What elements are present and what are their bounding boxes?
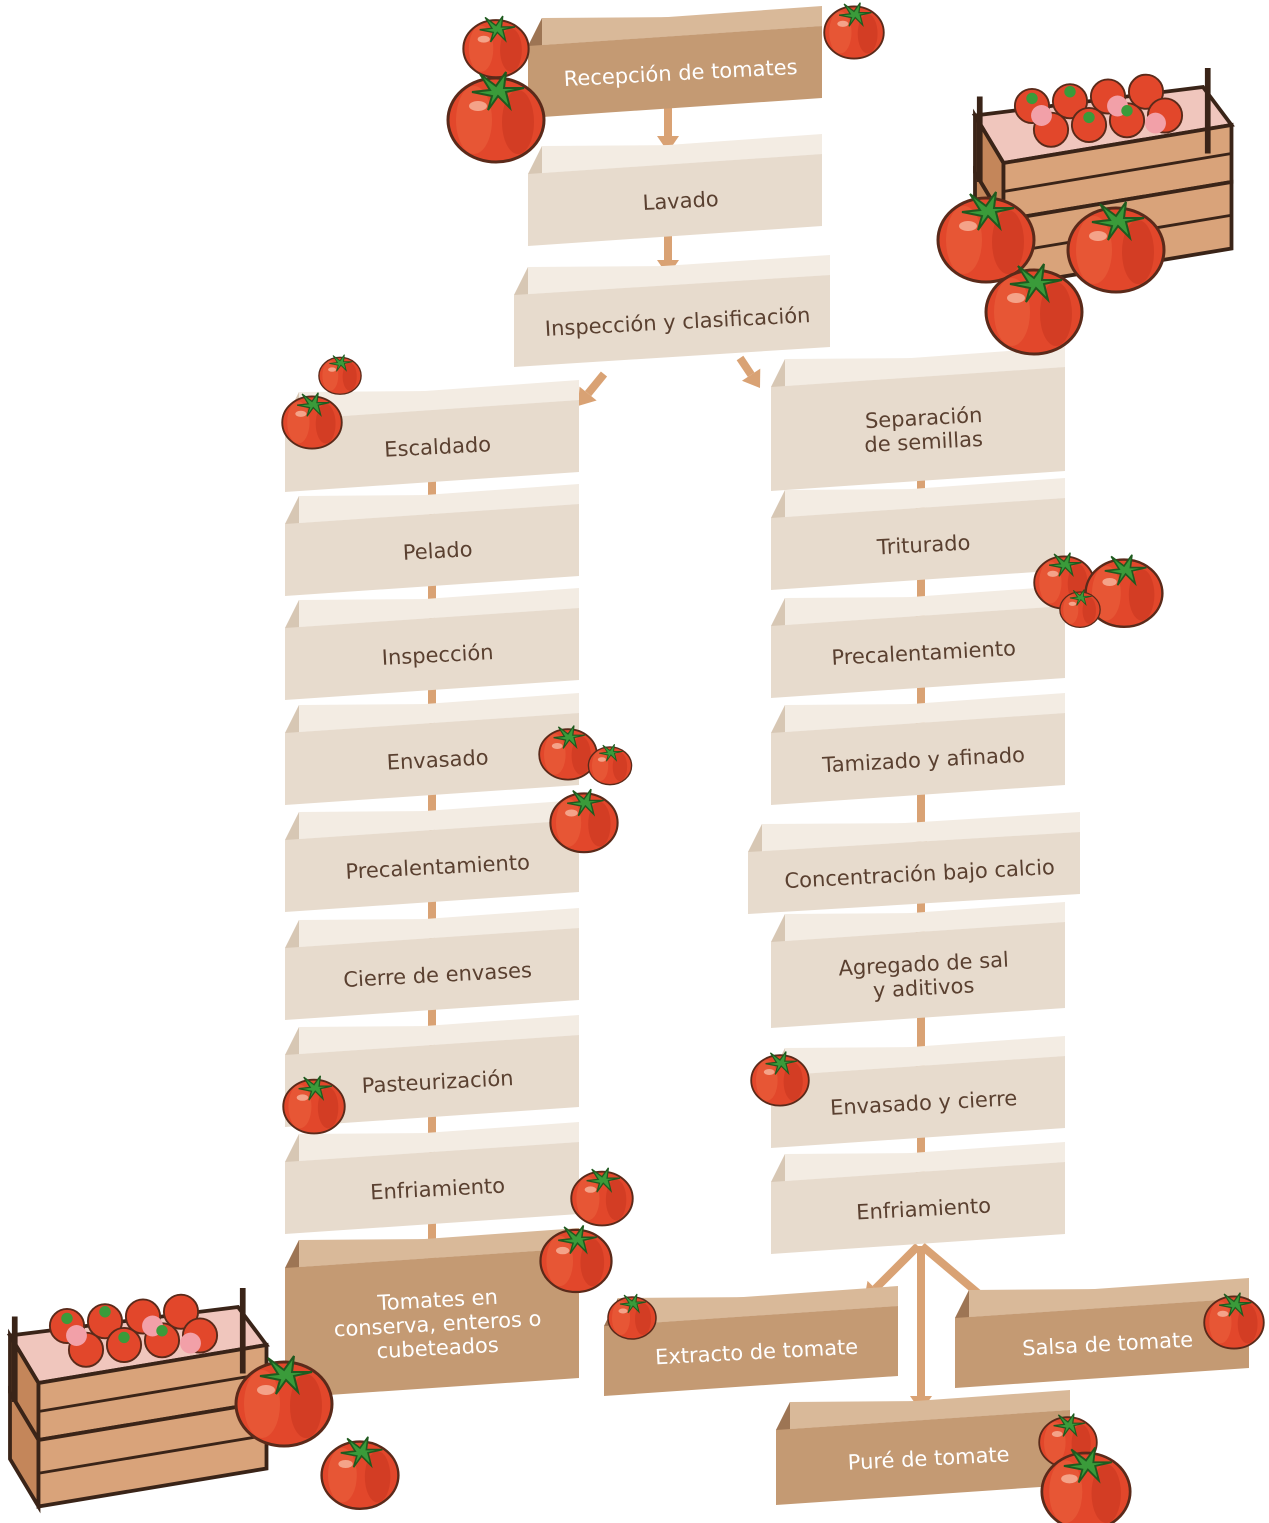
- process-box-concentracion-bajo-calcio: Concentración bajo calcio: [748, 812, 1080, 914]
- process-box-extracto-de-tomate: Extracto de tomate: [604, 1286, 898, 1396]
- box-top: [771, 703, 1065, 733]
- tomato-icon: [823, 1, 885, 60]
- box-top: [285, 703, 579, 733]
- box-label: y aditivos: [872, 973, 975, 1002]
- box-top: [285, 1238, 579, 1268]
- box-front: [604, 1306, 898, 1396]
- box-top: [771, 1046, 1065, 1076]
- box-front: [771, 1056, 1065, 1148]
- box-label: Triturado: [875, 531, 971, 560]
- process-box-escaldado: Escaldado: [285, 380, 579, 492]
- box-front: [771, 713, 1065, 805]
- flow-arrow: [910, 1246, 932, 1412]
- box-label: Envasado: [386, 745, 489, 774]
- box-front: [528, 26, 822, 118]
- box-label: Escaldado: [384, 432, 492, 462]
- process-box-lavado: Lavado: [528, 134, 822, 246]
- process-box-precalentamiento: Precalentamiento: [771, 586, 1065, 698]
- box-top: [771, 488, 1065, 518]
- box-front: [285, 1248, 579, 1398]
- process-box-triturado: Triturado: [771, 478, 1065, 590]
- tomato-icon: [570, 1166, 634, 1227]
- box-front: [771, 922, 1065, 1028]
- box-front: [285, 1035, 579, 1127]
- box-top: [771, 357, 1065, 387]
- process-box-inspeccion: Inspección: [285, 588, 579, 700]
- tomato-crate-icon: [10, 1288, 267, 1507]
- box-top: [955, 1288, 1249, 1318]
- process-box-cierre-de-envases: Cierre de envases: [285, 908, 579, 1020]
- process-box-pelado: Pelado: [285, 484, 579, 596]
- box-front: [771, 606, 1065, 698]
- box-top: [285, 598, 579, 628]
- process-box-pure-de-tomate: Puré de tomate: [776, 1390, 1070, 1505]
- flow-arrow: [657, 108, 679, 152]
- tomato-icon: [549, 788, 619, 854]
- box-front: [748, 832, 1080, 914]
- box-top: [285, 1132, 579, 1162]
- box-front: [771, 498, 1065, 590]
- box-label: Lavado: [642, 187, 719, 215]
- process-box-recepcion-de-tomates: Recepción de tomates: [528, 6, 822, 118]
- box-label: Inspección: [381, 640, 494, 670]
- box-top: [285, 390, 579, 420]
- box-front: [285, 400, 579, 492]
- box-front: [285, 608, 579, 700]
- process-box-tamizado-y-afinado: Tamizado y afinado: [771, 693, 1065, 805]
- box-top: [285, 494, 579, 524]
- box-front: [285, 504, 579, 596]
- process-box-inspeccion-y-clasificacion: Inspección y clasificación: [514, 255, 830, 367]
- box-top: [771, 596, 1065, 626]
- box-label: Pelado: [402, 537, 473, 565]
- box-front: [285, 928, 579, 1020]
- box-top: [771, 1152, 1065, 1182]
- process-box-enfriamiento: Enfriamiento: [285, 1122, 579, 1234]
- box-top: [528, 16, 822, 46]
- box-top: [748, 822, 1080, 852]
- box-top: [285, 918, 579, 948]
- box-top: [285, 810, 579, 840]
- box-front: [514, 275, 830, 367]
- box-top: [776, 1400, 1070, 1430]
- box-front: [528, 154, 822, 246]
- box-top: [604, 1296, 898, 1326]
- box-front: [771, 1162, 1065, 1254]
- box-front: [771, 367, 1065, 491]
- process-box-envasado: Envasado: [285, 693, 579, 805]
- process-box-precalentamiento: Precalentamiento: [285, 800, 579, 912]
- box-top: [528, 144, 822, 174]
- box-front: [285, 820, 579, 912]
- flow-arrow: [578, 371, 608, 406]
- tomato-icon: [318, 353, 362, 395]
- box-top: [771, 912, 1065, 942]
- process-box-pasteurizacion: Pasteurización: [285, 1015, 579, 1127]
- box-front: [776, 1410, 1070, 1505]
- process-box-salsa-de-tomate: Salsa de tomate: [955, 1278, 1249, 1388]
- process-box-enfriamiento: Enfriamiento: [771, 1142, 1065, 1254]
- tomato-icon: [462, 15, 530, 79]
- box-top: [285, 1025, 579, 1055]
- process-box-envasado-y-cierre: Envasado y cierre: [771, 1036, 1065, 1148]
- flow-arrow: [736, 355, 761, 388]
- box-front: [955, 1298, 1249, 1388]
- box-top: [514, 265, 830, 295]
- tomato-icon: [320, 1435, 400, 1511]
- box-front: [285, 1142, 579, 1234]
- box-front: [285, 713, 579, 805]
